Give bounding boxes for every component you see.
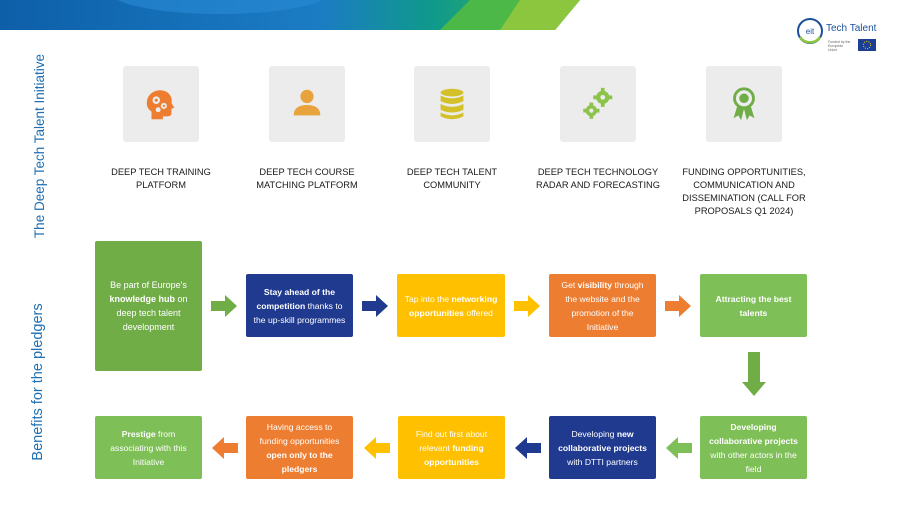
eu-flag-icon <box>858 39 876 51</box>
benefit-text: Find out first about relevant funding op… <box>415 428 488 467</box>
benefit-text: Developing new collaborative projects wi… <box>558 428 647 467</box>
benefit-box: Get visibility through the website and t… <box>549 274 656 337</box>
head-gears-icon <box>146 90 175 120</box>
arrow-right-icon <box>665 295 691 317</box>
pillar-label-matching: DEEP TECH COURSE MATCHING PLATFORM <box>256 167 358 190</box>
arrow-right-icon <box>362 295 388 317</box>
pillar-label-community: DEEP TECH TALENT COMMUNITY <box>406 167 498 190</box>
logo-mark: eit <box>806 27 815 36</box>
database-icon <box>440 88 464 120</box>
benefit-box: Having access to funding opportunities o… <box>246 416 353 479</box>
benefit-box: Find out first about relevant funding op… <box>398 416 505 479</box>
arrow-left-icon <box>364 437 390 459</box>
benefit-text: Developing collaborative projects with o… <box>709 421 798 474</box>
benefit-text: Prestige from associating with this Init… <box>110 428 187 467</box>
benefit-box: Prestige from associating with this Init… <box>95 416 202 479</box>
benefit-text: Stay ahead of the competition thanks to … <box>253 286 346 325</box>
arrow-left-icon <box>515 437 541 459</box>
logo-brand-text: Tech Talent <box>826 23 877 34</box>
benefit-box: Tap into the networking opportunities of… <box>397 274 505 337</box>
benefit-box: Developing collaborative projects with o… <box>700 416 807 479</box>
benefits-section-title: Benefits for the pledgers <box>30 303 46 461</box>
funded-by-text: Funded by the European Union <box>828 40 851 52</box>
benefit-text: Tap into the networking opportunities of… <box>404 293 498 318</box>
pillar-label-radar: DEEP TECH TECHNOLOGY RADAR AND FORECASTI… <box>536 167 660 190</box>
pillar-tile-matching <box>269 66 345 142</box>
eit-logo-icon: eit <box>797 18 823 44</box>
pillar-tile-funding <box>706 66 782 142</box>
pillar-tile-community <box>414 66 490 142</box>
arrow-right-icon <box>211 295 237 317</box>
benefit-text: Get visibility through the website and t… <box>561 279 644 332</box>
benefit-box: Be part of Europe's knowledge hub on dee… <box>95 241 202 371</box>
person-icon <box>293 89 321 116</box>
pillar-label-training: DEEP TECH TRAINING PLATFORM <box>111 167 211 190</box>
eit-tech-talent-logo: eit Tech Talent Funded by the European U… <box>796 17 891 55</box>
arrow-down-icon <box>742 352 766 396</box>
decorative-banner <box>0 0 580 30</box>
arrow-left-icon <box>212 437 238 459</box>
benefit-text: Having access to funding opportunities o… <box>259 421 340 474</box>
arrow-right-icon <box>514 295 540 317</box>
arrow-left-icon <box>666 437 692 459</box>
award-ribbon-icon <box>733 87 755 121</box>
benefit-box: Stay ahead of the competition thanks to … <box>246 274 353 337</box>
benefit-text: Attracting the best talents <box>715 293 792 318</box>
initiative-section-title: The Deep Tech Talent Initiative <box>32 53 47 239</box>
benefit-box: Attracting the best talents <box>700 274 807 337</box>
benefit-text: Be part of Europe's knowledge hub on dee… <box>109 280 188 332</box>
pillar-label-funding: FUNDING OPPORTUNITIES, COMMUNICATION AND… <box>682 167 806 216</box>
benefit-box: Developing new collaborative projects wi… <box>549 416 656 479</box>
gears-icon <box>583 87 613 119</box>
pillar-tile-training <box>123 66 199 142</box>
pillar-tile-radar <box>560 66 636 142</box>
